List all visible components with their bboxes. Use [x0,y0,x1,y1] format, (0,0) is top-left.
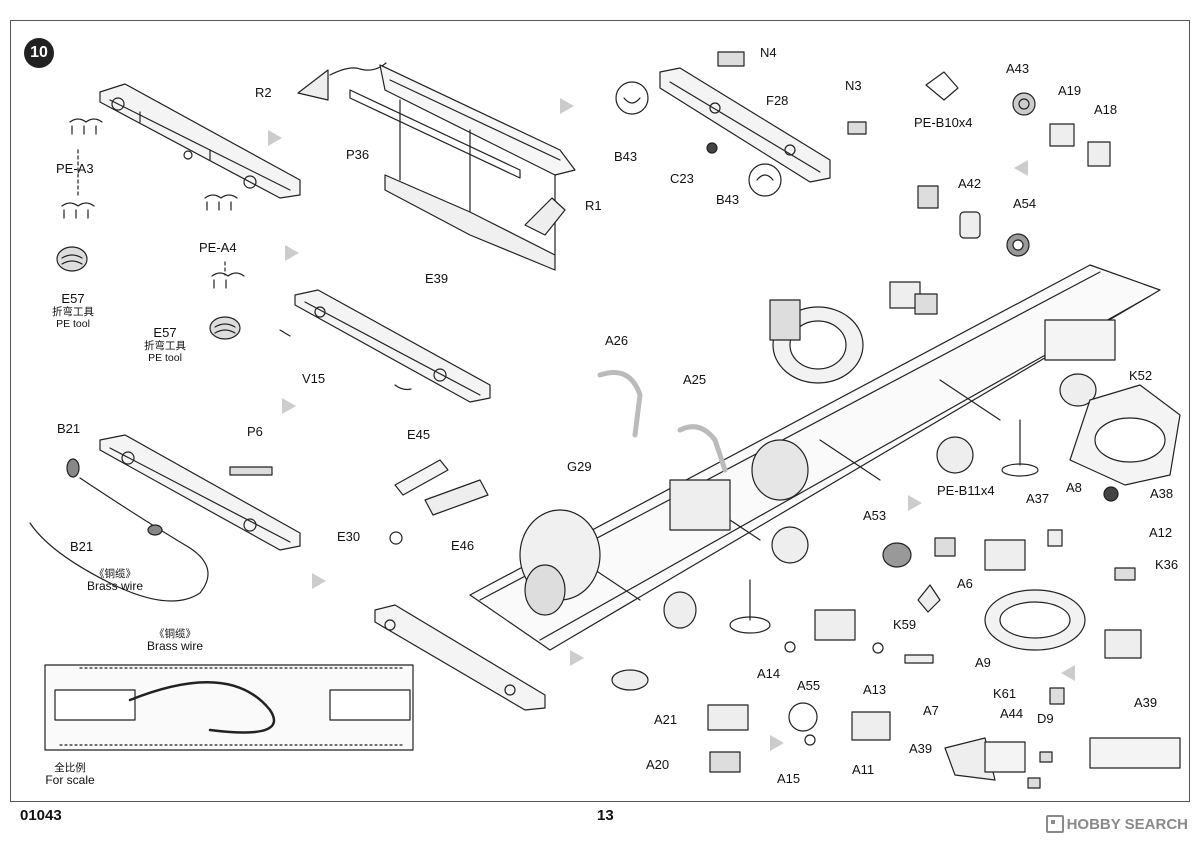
part-label-b43-top: B43 [614,149,638,164]
part-label-p36: P36 [346,147,370,162]
part-label-a42: A42 [958,176,982,191]
part-label-a20: A20 [646,757,670,772]
part-label-k36: K36 [1155,557,1179,572]
brass-wire-callout-1: 《铜缆》 Brass wire [80,568,150,592]
pe-tool-cn-mid: 折弯工具 [144,340,186,352]
part-label-a18: A18 [1094,102,1118,117]
e57-left-callout: E57 折弯工具 PE tool [48,291,98,331]
a42-a43-group [917,71,1111,257]
rear-bumper-parts [297,62,576,271]
direction-arrows [268,98,1075,751]
part-label-c23: C23 [670,171,694,186]
part-label-a7: A7 [923,703,939,718]
part-label-pe-a3: PE-A3 [56,161,94,176]
part-label-e30: E30 [337,529,361,544]
part-label-a19: A19 [1058,83,1082,98]
part-label-a43: A43 [1006,61,1030,76]
part-label-e39: E39 [425,271,449,286]
main-chassis [469,264,1161,651]
scale-en: For scale [45,773,95,787]
part-label-a12: A12 [1149,525,1173,540]
part-label-a6: A6 [957,576,973,591]
k52-plate [1069,384,1181,502]
part-label-a13: A13 [863,682,887,697]
part-label-e46: E46 [451,538,475,553]
part-label-b43-bottom: B43 [716,192,740,207]
part-label-g29: G29 [567,459,592,474]
pe-tool-en-left: PE tool [56,318,90,330]
part-label-pe-a4: PE-A4 [199,240,237,255]
part-label-b21-top: B21 [57,421,81,436]
part-label-f28: F28 [766,93,789,108]
e57-mid-callout: E57 折弯工具 PE tool [137,325,193,365]
part-label-a39-left: A39 [909,741,933,756]
watermark: HOBBY SEARCH [1045,815,1188,833]
part-label-k59: K59 [893,617,917,632]
part-label-a54: A54 [1013,196,1037,211]
part-label-e57-left: E57 [61,291,85,306]
pe-a4-part [204,194,245,289]
part-label-a8: A8 [1066,480,1082,495]
pe-a3-part [61,118,103,219]
part-label-k52: K52 [1129,368,1153,383]
part-label-e57-mid: E57 [153,325,177,340]
axle-parts-e45 [389,459,489,545]
brass-wire-callout-2: 《铜缆》 Brass wire [140,628,210,652]
part-label-a53: A53 [863,508,887,523]
watermark-logo-icon [1045,815,1064,833]
brass-wire-cn-2: 《铜缆》 [154,628,196,640]
fifth-wheel [882,529,1181,789]
page-number: 13 [597,807,614,824]
part-label-a44: A44 [1000,706,1024,721]
step-number: 10 [24,38,54,68]
watermark-text: HOBBY SEARCH [1066,815,1188,833]
product-code: 01043 [20,807,62,824]
pe-tool-cn-left: 折弯工具 [52,306,94,318]
part-label-a9: A9 [975,655,991,670]
part-label-pe-b10: PE-B10x4 [914,115,973,130]
e57-tool [56,246,241,340]
side-beam-b21 [29,434,301,602]
brass-wire-cn-1: 《铜缆》 [94,568,136,580]
part-label-r1: R1 [585,198,602,213]
part-label-e45: E45 [407,427,431,442]
part-label-n3: N3 [845,78,862,93]
part-label-a21: A21 [654,712,678,727]
part-label-a14: A14 [757,666,781,681]
part-label-a55: A55 [797,678,821,693]
instruction-frame [10,20,1190,802]
part-label-a25: A25 [683,372,707,387]
part-label-a37: A37 [1026,491,1050,506]
rear-light-bar [615,51,867,197]
part-label-p6: P6 [247,424,263,439]
brass-wire-en-2: Brass wire [146,639,203,653]
pe-tool-en-mid: PE tool [148,352,182,364]
part-label-a38: A38 [1150,486,1174,501]
front-bumper-bottom [374,604,649,711]
part-label-a26: A26 [605,333,629,348]
part-label-v15: V15 [302,371,326,386]
scale-cn: 全比例 [54,762,86,774]
scale-callout: 全比例 For scale [38,762,102,786]
rear-beam [279,289,491,403]
part-label-a39-right: A39 [1134,695,1158,710]
part-label-k61: K61 [993,686,1017,701]
brass-wire-en-1: Brass wire [86,579,143,593]
part-label-a11: A11 [852,762,875,777]
scale-drawing [44,664,414,751]
part-label-a15: A15 [777,771,801,786]
part-label-d9: D9 [1037,711,1054,726]
bracket-parts [707,609,891,773]
part-label-b21-bottom: B21 [70,539,94,554]
part-label-r2: R2 [255,85,272,100]
front-bumper-beam [99,83,301,199]
part-label-n4: N4 [760,45,777,60]
part-label-pe-b11: PE-B11x4 [937,483,995,498]
